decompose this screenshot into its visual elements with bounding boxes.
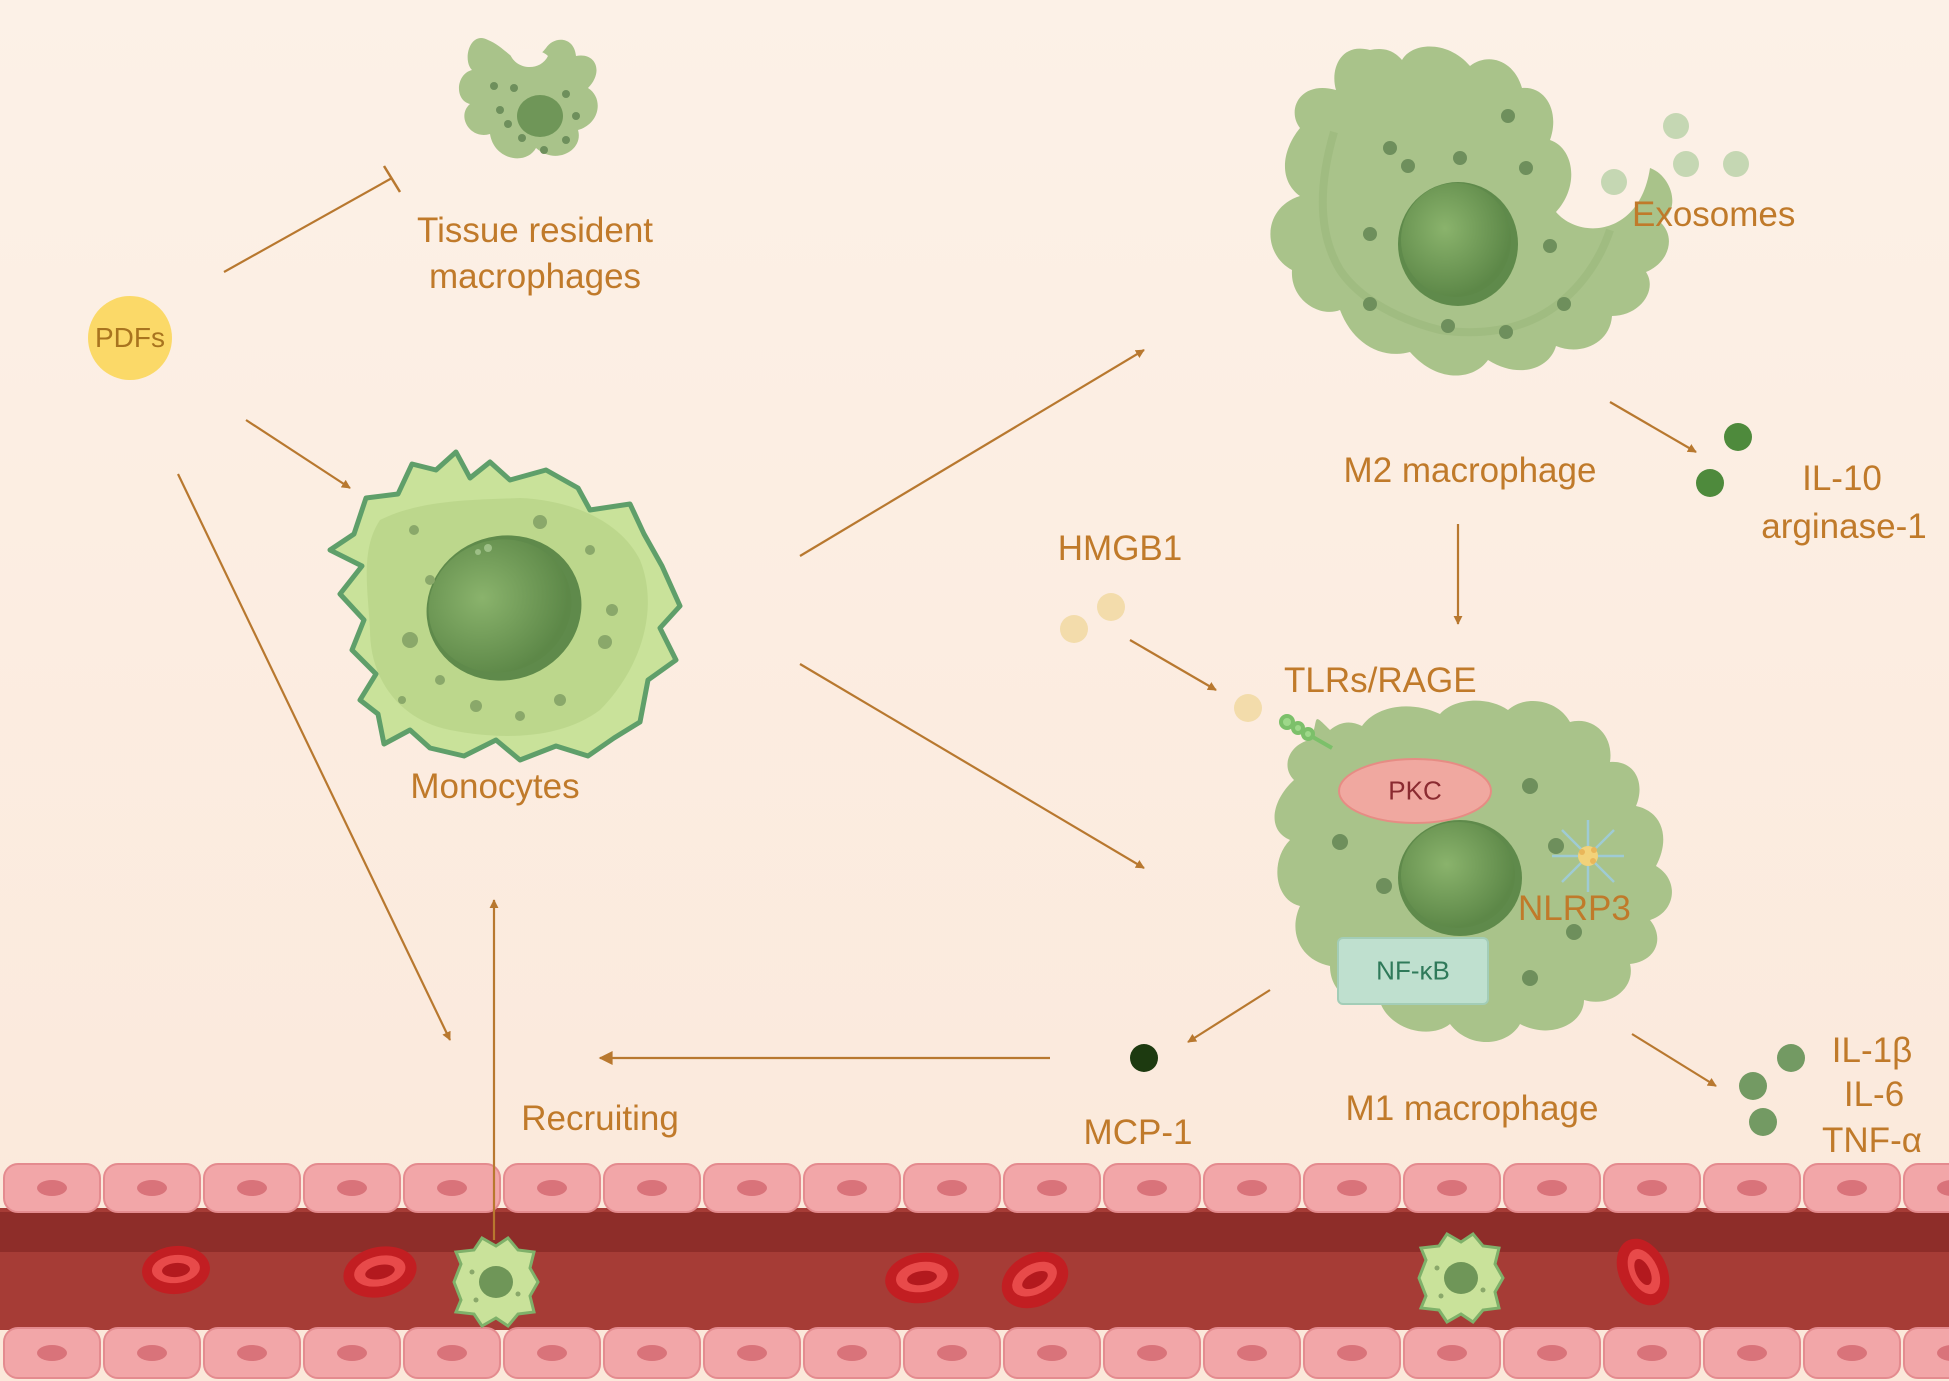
red-blood-cell (343, 1246, 417, 1298)
endothelial-cell (603, 1327, 701, 1379)
endothelial-cell (1603, 1327, 1701, 1379)
il1b-label: IL-1β (1831, 1031, 1913, 1070)
endothelial-cell (1803, 1327, 1901, 1379)
arrow-m1-to-cytokines (1631, 1033, 1717, 1087)
endothelial-cell (803, 1163, 901, 1213)
pkc-label: PKC (1388, 775, 1442, 806)
endothelial-cell (403, 1163, 501, 1213)
endothelial-cell (403, 1327, 501, 1379)
endothelial-cell (1903, 1327, 1949, 1379)
arrow-m1-to-mcp1 (1187, 989, 1271, 1043)
vessel-lumen-dark-band (0, 1212, 1949, 1252)
il6-label: IL-6 (1843, 1075, 1905, 1114)
endothelial-cell (703, 1163, 801, 1213)
il10-dots (1696, 423, 1752, 497)
endothelial-cell (1303, 1327, 1401, 1379)
red-blood-cell (1001, 1251, 1069, 1309)
endothelial-cell (203, 1327, 301, 1379)
arrow-pdfs-to-monocytes (245, 419, 351, 489)
endothelial-cell (1903, 1163, 1949, 1213)
arginase-label: arginase-1 (1761, 507, 1927, 546)
endothelial-cell (503, 1163, 601, 1213)
endothelial-cell (903, 1163, 1001, 1213)
inhibition-bar-icon (382, 165, 402, 193)
m2-macrophage-cell (1270, 46, 1673, 376)
circulating-monocyte (1417, 1232, 1505, 1324)
arrow-hmgb1-to-receptor (1129, 639, 1217, 691)
pkc-ellipse (1338, 758, 1492, 824)
monocytes-label: Monocytes (410, 767, 580, 806)
endothelial-cell (303, 1163, 401, 1213)
tlr-receptor (1279, 714, 1333, 750)
blood-vessel (0, 1163, 1949, 1379)
endothelial-cell (203, 1163, 301, 1213)
endothelial-cell (803, 1327, 901, 1379)
il10-label: IL-10 (1802, 459, 1882, 498)
arrows (177, 165, 1717, 1240)
endothelial-cell (1603, 1163, 1701, 1213)
endothelial-cell (103, 1163, 201, 1213)
endothelial-cell (103, 1327, 201, 1379)
endothelial-cell (603, 1163, 701, 1213)
tissue-resident-label-line1: Tissue resident (416, 211, 654, 250)
endothelial-cell (703, 1327, 801, 1379)
exosomes-label: Exosomes (1632, 195, 1796, 234)
monocyte-cell (327, 449, 683, 763)
circulating-monocyte (452, 1236, 540, 1328)
inhibition-line (223, 177, 393, 273)
red-blood-cell (1616, 1238, 1670, 1306)
tissue-resident-macrophage (458, 37, 598, 159)
pdfs-label: PDFs (95, 321, 165, 353)
hmgb1-label: HMGB1 (1057, 529, 1183, 568)
recruiting-label: Recruiting (521, 1099, 679, 1138)
nlrp3-inflammasome (1552, 820, 1624, 892)
endothelial-cell (303, 1327, 401, 1379)
endothelium-bottom (3, 1327, 1949, 1379)
endothelial-cell (1803, 1163, 1901, 1213)
endothelial-cell (1103, 1163, 1201, 1213)
nfkb-label: NF-κB (1376, 955, 1450, 986)
endothelial-cell (1403, 1327, 1501, 1379)
endothelial-cell (1703, 1163, 1801, 1213)
arrow-pdfs-to-recruitment (177, 473, 451, 1041)
endothelial-cell (1703, 1327, 1801, 1379)
endothelial-cell (1503, 1327, 1601, 1379)
m1-cytokine-dots (1739, 1044, 1805, 1136)
arrow-monocytes-to-m2 (799, 349, 1145, 557)
endothelial-cell (503, 1327, 601, 1379)
endothelial-cell (1203, 1163, 1301, 1213)
endothelial-cell (1003, 1327, 1101, 1379)
tissue-resident-label-line2: macrophages (428, 257, 642, 296)
red-blood-cell (885, 1252, 959, 1304)
arrow-monocytes-to-m1 (799, 663, 1145, 869)
exosome-dots (1601, 113, 1749, 195)
endothelial-cell (1103, 1327, 1201, 1379)
m1-macrophage-label: M1 macrophage (1345, 1089, 1599, 1128)
nlrp3-label: NLRP3 (1518, 889, 1631, 928)
endothelial-cell (1203, 1327, 1301, 1379)
m1-macrophage-cell (1274, 700, 1672, 1043)
red-blood-cell (142, 1245, 210, 1295)
endothelium-top (3, 1163, 1949, 1213)
endothelial-cell (1303, 1163, 1401, 1213)
arrow-m2-to-il10 (1609, 401, 1697, 453)
mcp1-dot (1130, 1044, 1158, 1072)
mcp1-label: MCP-1 (1083, 1113, 1193, 1152)
endothelial-cell (903, 1327, 1001, 1379)
tlrs-rage-label: TLRs/RAGE (1284, 661, 1477, 700)
endothelial-cell (1003, 1163, 1101, 1213)
endothelial-cell (1503, 1163, 1601, 1213)
m2-macrophage-label: M2 macrophage (1343, 451, 1597, 490)
hmgb1-dots (1060, 593, 1262, 722)
endothelial-cell (3, 1327, 101, 1379)
nfkb-box (1337, 937, 1489, 1005)
tnfa-label: TNF-α (1822, 1121, 1922, 1160)
pdfs-circle (88, 296, 172, 380)
endothelial-cell (1403, 1163, 1501, 1213)
endothelial-cell (3, 1163, 101, 1213)
